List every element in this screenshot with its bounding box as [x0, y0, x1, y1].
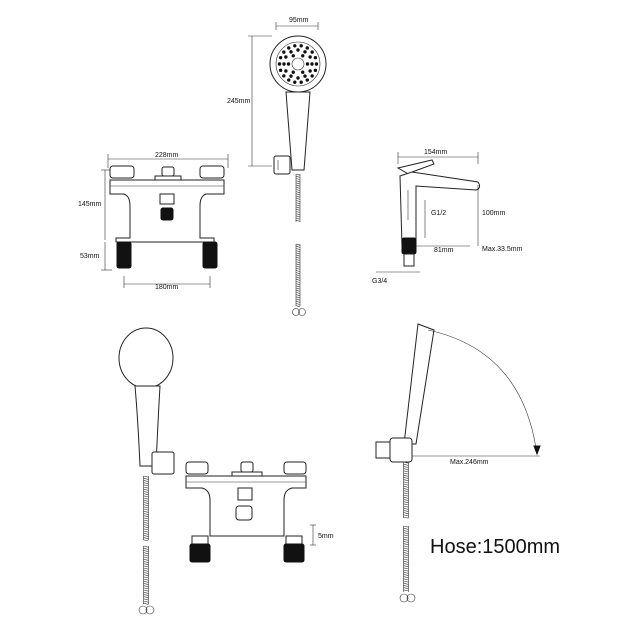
dim-handset-height: 245mm	[227, 98, 251, 105]
mixer-with-handset-view: 5mm	[118, 327, 334, 615]
dim-mixer-width: 228mm	[155, 152, 179, 159]
dim-mixer-height: 145mm	[78, 201, 102, 208]
dim-basin-depth: 154mm	[424, 149, 448, 156]
dim-basin-height: 100mm	[482, 210, 506, 217]
dim-mixer-centres: 180mm	[155, 284, 179, 291]
handset-reach-view: Max.246mm	[375, 323, 541, 603]
dim-handset-width: 95mm	[289, 17, 309, 24]
dim-basin-connector: G3/4	[372, 278, 387, 285]
dim-basin-thread: G1/2	[431, 210, 446, 217]
dim-front-small: 5mm	[318, 533, 334, 540]
basin-side-view: 154mm G1/2 100mm 81mm Max.33.5mm G3/4	[372, 149, 523, 285]
dim-basin-max: Max.33.5mm	[482, 246, 523, 253]
dim-side-reach: Max.246mm	[450, 459, 489, 466]
dim-mixer-base: 53mm	[80, 253, 100, 260]
mixer-front-view: 228mm 145mm 53mm 180mm	[78, 152, 229, 291]
handset-top-view: 95mm 245mm	[227, 17, 327, 316]
hose-length-label: Hose:1500mm	[430, 536, 560, 558]
dim-basin-base: 81mm	[434, 247, 454, 254]
